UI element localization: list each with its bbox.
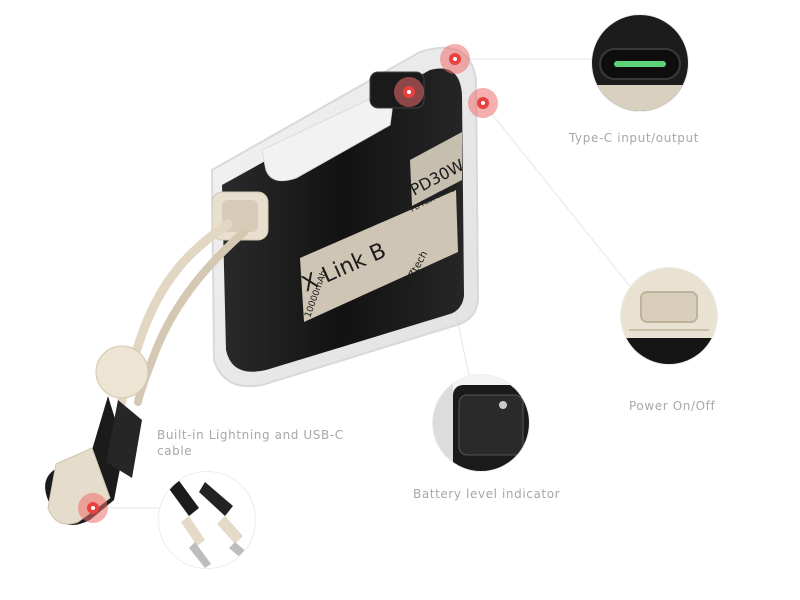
battery-indicator-callout: [433, 375, 529, 471]
cable-label: Built-in Lightning and USB-C cable: [157, 428, 344, 458]
power-hotspot[interactable]: [468, 88, 498, 118]
battery-hotspot[interactable]: [394, 77, 424, 107]
type-c-hotspot[interactable]: [440, 44, 470, 74]
battery-label: Battery level indicator: [413, 487, 561, 501]
type-c-label: Type-C input/output: [569, 131, 699, 145]
cable-connector-icon: [159, 472, 255, 568]
type-c-port-icon: [592, 15, 688, 111]
cable-connector-callout: [159, 472, 255, 568]
cable-hotspot[interactable]: [78, 493, 108, 523]
battery-indicator-icon: [433, 375, 529, 471]
power-button-callout: [621, 268, 717, 364]
type-c-port-callout: [592, 15, 688, 111]
power-label: Power On/Off: [629, 399, 716, 413]
power-button-icon: [621, 268, 717, 364]
